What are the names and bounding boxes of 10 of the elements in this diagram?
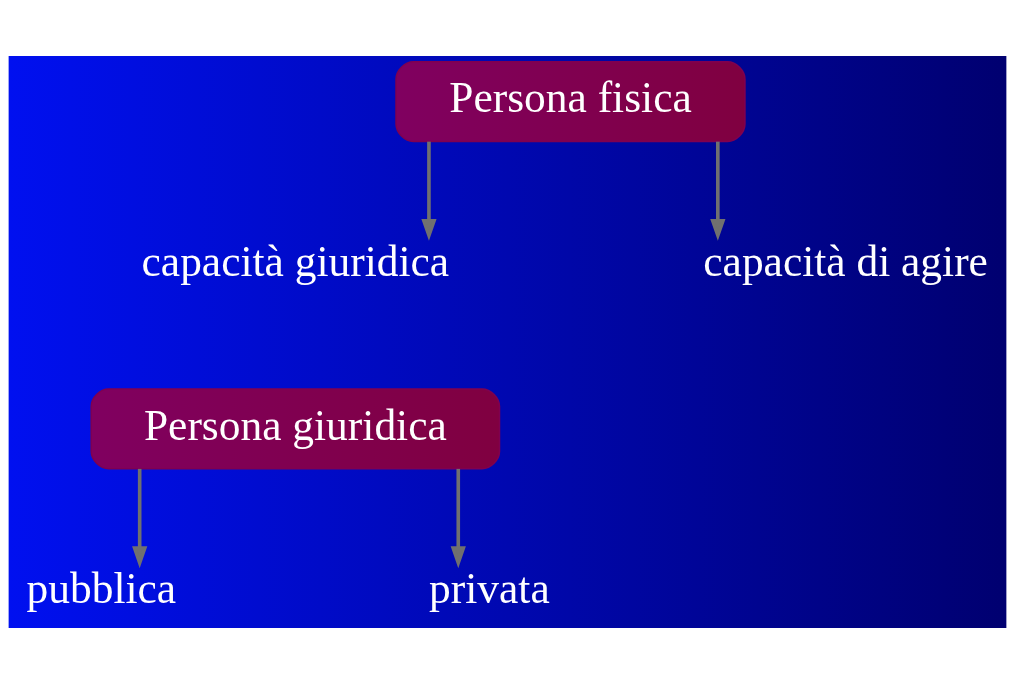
node-text: pubblica xyxy=(26,563,177,612)
arrow xyxy=(421,141,437,241)
node-text: capacità giuridica xyxy=(141,236,450,285)
node-text: capacità di agire xyxy=(703,236,988,285)
node-text: privata xyxy=(429,563,550,612)
arrow xyxy=(132,468,148,568)
node-box: Persona fisica xyxy=(395,60,746,142)
arrow xyxy=(450,468,466,568)
arrow xyxy=(710,141,726,241)
node-box: Persona giuridica xyxy=(90,387,501,469)
